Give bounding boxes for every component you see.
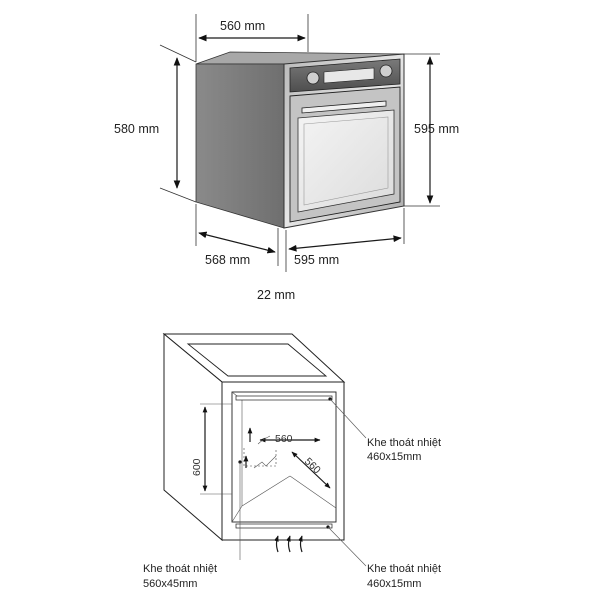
- oven-illustration: [195, 51, 405, 229]
- vent-left-title: Khe thoát nhiệt: [143, 563, 217, 575]
- dim-left-height: 580 mm: [114, 122, 159, 136]
- top-vent-slot: [235, 395, 333, 401]
- vent-left-size: 560x45mm: [143, 578, 197, 590]
- airflow-arrows: [243, 427, 303, 553]
- door-handle: [301, 100, 387, 114]
- door-window: [297, 109, 395, 213]
- dim-inner-width: 560: [275, 433, 293, 445]
- vent-top-size: 460x15mm: [367, 451, 421, 463]
- dim-bottom-depth: 568 mm: [205, 253, 250, 267]
- display-icon: [323, 67, 375, 84]
- airflow-arrow-icon: [286, 535, 291, 553]
- dim-top-width: 560 mm: [220, 19, 265, 33]
- dim-cabinet-height: 600: [191, 458, 203, 476]
- oven-side-face: [195, 63, 285, 229]
- vent-top-title: Khe thoát nhiệt: [367, 437, 441, 449]
- bottom-vent-slot: [235, 523, 333, 529]
- dim-right-height: 595 mm: [414, 122, 459, 136]
- oven-dimensions: 560 mm 580 mm 595 mm 568 mm 595 mm 22 mm: [114, 14, 459, 302]
- right-knob-icon: [379, 64, 393, 78]
- vent-callouts: Khe thoát nhiệt 460x15mm Khe thoát nhiệt…: [143, 397, 441, 590]
- dim-bottom-width: 595 mm: [294, 253, 339, 267]
- airflow-arrow-icon: [274, 535, 279, 553]
- vent-bottom-title: Khe thoát nhiệt: [367, 563, 441, 575]
- left-knob-icon: [306, 71, 320, 85]
- airflow-arrow-icon: [298, 535, 303, 553]
- dim-front-offset: 22 mm: [257, 288, 295, 302]
- vent-bottom-size: 460x15mm: [367, 578, 421, 590]
- cabinet-niche: [231, 391, 337, 523]
- cabinet-illustration: [162, 332, 346, 542]
